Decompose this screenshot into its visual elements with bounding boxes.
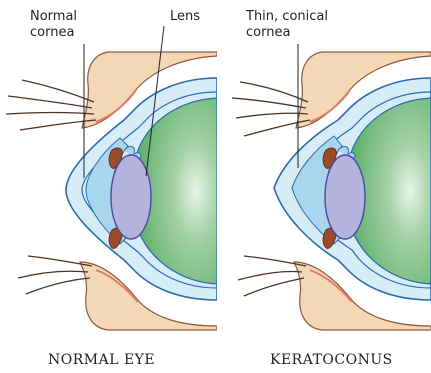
keratoconus-title: KERATOCONUS [270,352,393,368]
normal-eye-title: NORMAL EYE [48,352,155,368]
keratoconus-panel [232,44,431,330]
normal-cornea-label-line1: Normal [30,9,77,24]
keratoconus-cornea-label-line2: cornea [246,25,290,40]
lens-right [325,155,365,239]
lens-label: Lens [170,9,200,24]
lens [111,155,151,239]
upper-eyelashes [6,80,96,130]
normal-eye-panel [6,26,217,330]
keratoconus-cornea-label-line1: Thin, conical [245,9,328,24]
normal-cornea-label-line2: cornea [30,25,74,40]
